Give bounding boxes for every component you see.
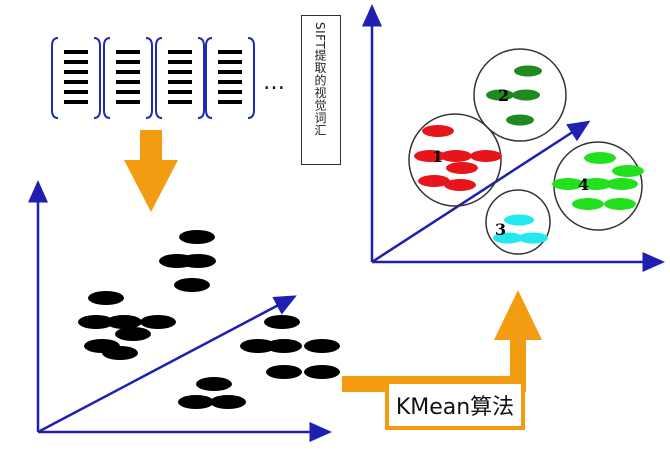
feature-point xyxy=(140,315,176,329)
cluster-label-3: 3 xyxy=(495,220,506,239)
feature-point xyxy=(88,291,124,305)
feature-point xyxy=(266,365,302,379)
feature-point xyxy=(264,315,300,329)
cluster-4 xyxy=(552,141,644,231)
right-axes xyxy=(362,4,665,272)
down-arrow-icon xyxy=(124,130,178,212)
feature-point xyxy=(178,395,214,409)
algorithm-box: KMean算法 xyxy=(385,380,525,430)
cluster-2 xyxy=(473,48,567,142)
feature-point xyxy=(304,365,340,379)
left-axes xyxy=(28,180,332,442)
document-icon xyxy=(155,37,205,119)
feature-point xyxy=(115,327,151,341)
feature-point xyxy=(180,254,216,268)
cluster-label-1: 1 xyxy=(432,147,443,166)
cluster-label-2: 2 xyxy=(498,86,509,105)
cluster-label-4: 4 xyxy=(578,175,589,194)
algorithm-label: KMean算法 xyxy=(395,395,515,420)
feature-point xyxy=(78,315,114,329)
feature-point xyxy=(240,339,276,353)
ellipsis: … xyxy=(263,70,285,95)
cluster-3 xyxy=(485,189,551,255)
feature-point xyxy=(196,377,232,391)
feature-point xyxy=(106,315,142,329)
cluster-1 xyxy=(408,113,502,207)
feature-point xyxy=(174,278,210,292)
kmeans-arrow-icon xyxy=(342,290,542,392)
caption-text: SIFT提取的视觉词汇 xyxy=(313,22,327,137)
feature-point xyxy=(102,346,138,360)
document-icons xyxy=(51,37,255,119)
feature-point xyxy=(210,395,246,409)
document-icon xyxy=(103,37,153,119)
feature-point xyxy=(179,230,215,244)
unclustered-points xyxy=(78,230,340,409)
feature-point xyxy=(266,339,302,353)
document-icon xyxy=(51,37,101,119)
caption-box: SIFT提取的视觉词汇 xyxy=(301,15,341,165)
feature-point xyxy=(304,339,340,353)
document-icon xyxy=(205,37,255,119)
